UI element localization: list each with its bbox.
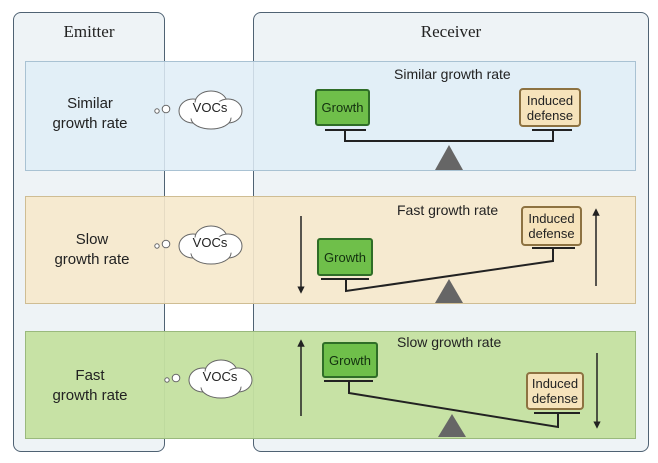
fulcrum-similar (435, 145, 463, 170)
vocs-label: VOCs (192, 235, 228, 250)
vocs-label: VOCs (192, 100, 228, 115)
seesaw-fast (321, 247, 575, 293)
receiver-title-slow: Slow growth rate (397, 334, 502, 350)
cloud-icon (164, 359, 253, 399)
fulcrum-slow (438, 414, 466, 437)
fulcrum-fast (435, 279, 463, 303)
cloud-icon (154, 90, 243, 130)
vocs-cloud-slow: VOCs (153, 222, 249, 266)
vocs-label: VOCs (202, 369, 238, 384)
emitter-label-fast: Fast growth rate (52, 367, 128, 404)
emitter-title: Emitter (63, 22, 115, 41)
seesaw-slow (324, 380, 580, 429)
vocs-cloud-similar: VOCs (153, 87, 249, 131)
growth-box-slow: Growth (322, 342, 378, 378)
seesaw-similar (325, 129, 572, 142)
growth-box-fast: Growth (317, 238, 373, 276)
receiver-title-fast: Fast growth rate (397, 202, 499, 218)
receiver-title-similar: Similar growth rate (394, 66, 511, 82)
vocs-cloud-fast: VOCs (163, 356, 259, 400)
emitter-label-similar: Similar growth rate (52, 95, 128, 132)
growth-box-similar: Growth (315, 89, 370, 126)
cloud-icon (154, 225, 243, 265)
emitter-label-slow: Slow growth rate (54, 231, 130, 268)
receiver-title: Receiver (420, 22, 482, 41)
